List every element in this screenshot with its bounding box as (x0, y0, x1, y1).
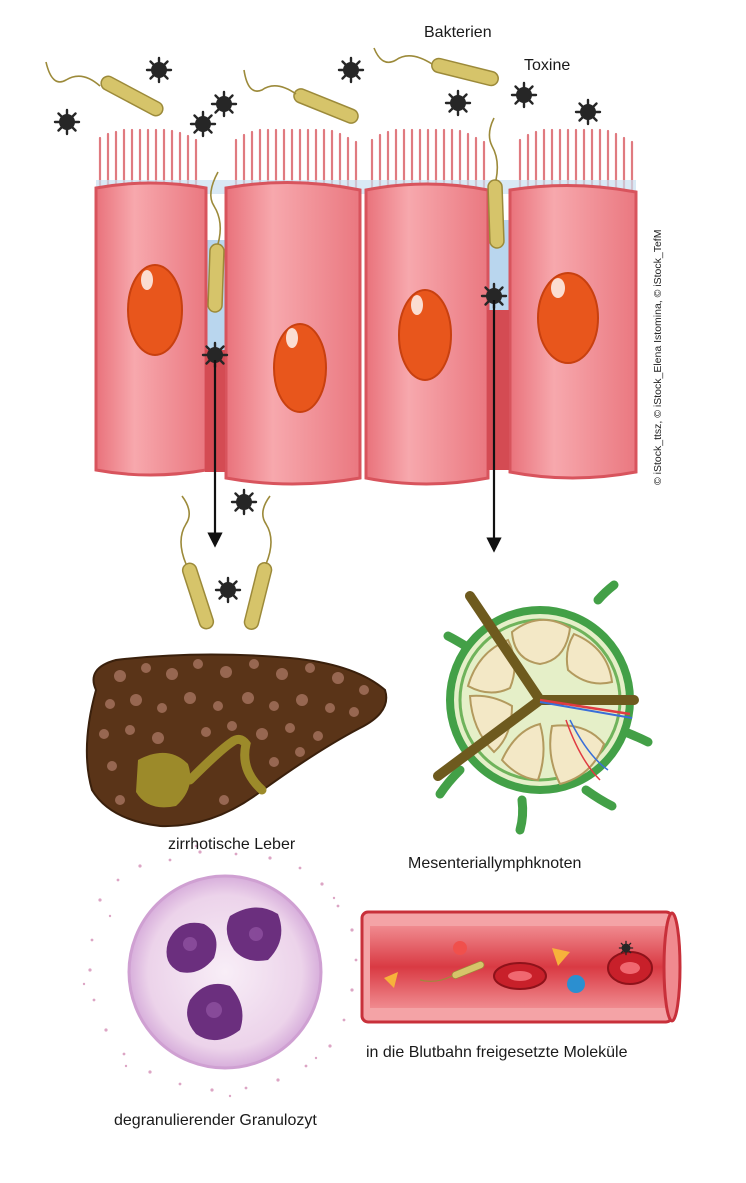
cell-nuclei (127, 264, 599, 413)
label-granulocyte: degranulierender Granulozyt (114, 1112, 317, 1129)
intestinal-epithelium (94, 128, 638, 486)
translocation-arrows (207, 300, 502, 553)
bacterium (487, 179, 505, 249)
label-lymph-node: Mesenteriallymphknoten (408, 855, 582, 872)
label-toxins: Toxine (524, 57, 571, 74)
molecule-triangle (552, 948, 570, 966)
label-bacteria: Bakterien (424, 24, 492, 41)
cirrhotic-liver-illustration (85, 653, 388, 828)
blood-vessel-illustration (360, 910, 682, 1024)
molecule-blue (567, 975, 585, 993)
molecule-red (453, 941, 467, 955)
lymph-node-illustration (433, 580, 653, 835)
bacterium (429, 56, 501, 88)
microvilli (98, 128, 634, 192)
bacterium (207, 243, 225, 313)
image-credit: © iStock_ttsz, © iStock_Elena Istomina, … (652, 229, 664, 485)
liver-nodules (99, 659, 369, 805)
translocated-bacteria (180, 488, 274, 632)
molecule-triangle (384, 972, 398, 988)
granulocyte-illustration (82, 844, 364, 1098)
label-cirrhotic-liver: zirrhotische Leber (168, 836, 296, 853)
label-blood-molecules: in die Blutbahn freigesetzte Moleküle (366, 1044, 628, 1061)
bacteria-group (45, 47, 505, 313)
bacterium (291, 86, 361, 126)
bacterium (97, 73, 167, 119)
